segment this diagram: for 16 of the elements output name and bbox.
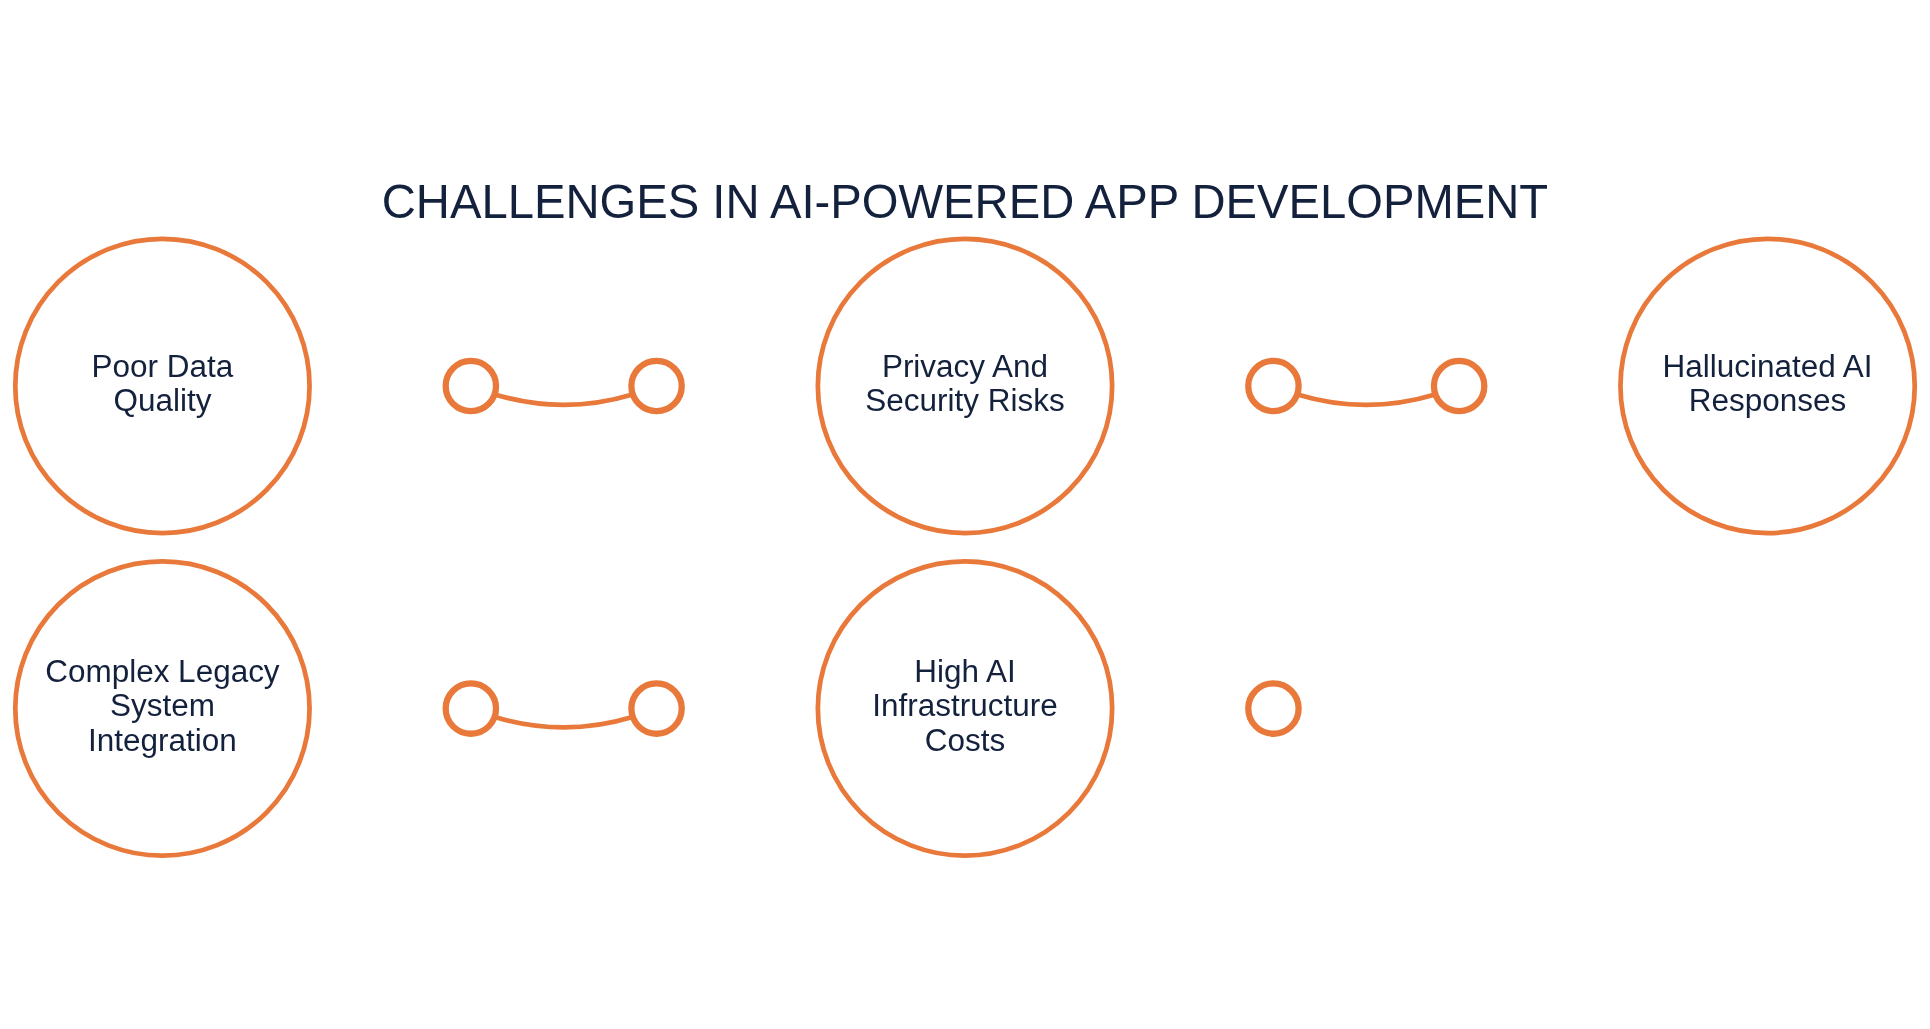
node-circle: [1245, 679, 1302, 737]
node-circle: [1245, 357, 1302, 414]
node-circle: High AI Infrastructure Costs: [815, 558, 1115, 858]
connector: [1296, 391, 1436, 407]
node-circle: Hallucinated AI Responses: [1618, 235, 1918, 535]
node-circle: [442, 679, 500, 737]
node-circle: [1430, 357, 1488, 414]
node-circle: Privacy And Security Risks: [815, 235, 1115, 535]
node-circle: Complex Legacy System Integration: [12, 558, 312, 858]
node-circle: [628, 357, 685, 414]
node-circle: [628, 679, 685, 737]
connector: [494, 391, 634, 407]
node-circle: Poor Data Quality: [12, 235, 312, 535]
node-circle: [442, 357, 500, 414]
connector: [494, 714, 634, 730]
diagram-title: CHALLENGES IN AI-POWERED APP DEVELOPMENT: [381, 174, 1549, 228]
